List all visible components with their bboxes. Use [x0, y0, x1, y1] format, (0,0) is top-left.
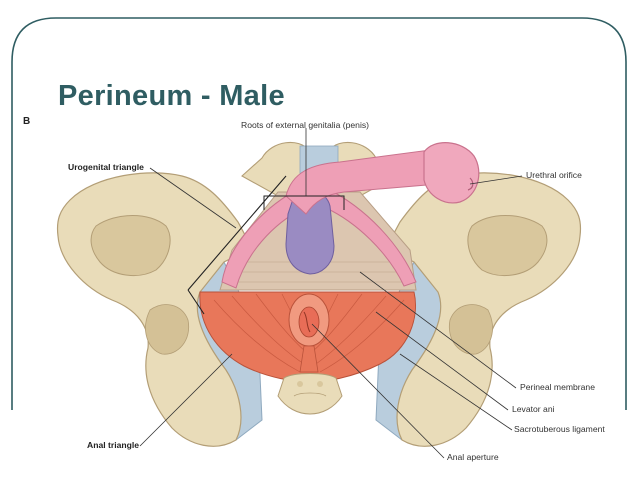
leader-lines [139, 128, 523, 459]
label-urethral-orifice: Urethral orifice [526, 170, 582, 180]
glans-penis [423, 142, 480, 204]
coccyx [277, 373, 343, 415]
urogenital-triangle-outline [187, 175, 287, 291]
label-roots-external-genitalia: Roots of external genitalia (penis) [241, 120, 370, 130]
label-levator-ani: Levator ani [512, 404, 555, 414]
anal-aperture-structure [288, 293, 330, 373]
label-anal-triangle: Anal triangle [87, 440, 140, 450]
roots-bracket [263, 195, 345, 210]
label-perineal-membrane: Perineal membrane [520, 382, 595, 392]
penile-crura [221, 187, 417, 289]
panel-letter: B [23, 116, 31, 127]
label-sacrotuberous-ligament: Sacrotuberous ligament [514, 424, 605, 434]
urethral-opening-mark [467, 177, 474, 191]
levator-ani-fibers [213, 293, 405, 373]
label-urogenital-triangle: Urogenital triangle [68, 162, 144, 172]
label-anal-aperture: Anal aperture [447, 452, 499, 462]
slide-title: Perineum - Male [58, 80, 285, 112]
left-hip-bone [56, 172, 253, 447]
anal-triangle-outline [187, 289, 205, 315]
